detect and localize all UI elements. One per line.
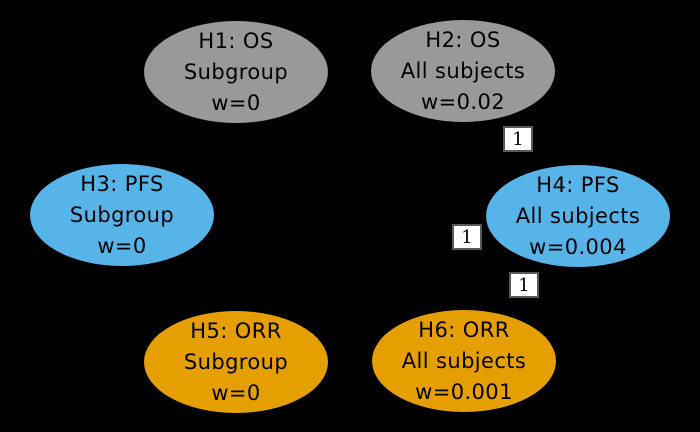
edge-weight-box-left-of-h4: 1: [452, 224, 482, 250]
edge-weight-value: 1: [518, 274, 530, 296]
edge-weight-box-h2-h4: 1: [503, 126, 533, 152]
node-h1-os-subgroup: H1: OS Subgroup w=0: [144, 21, 328, 123]
edge-weight-value: 1: [512, 128, 524, 150]
edge-weight-value: 1: [461, 226, 473, 248]
node-population: All subjects: [400, 58, 526, 83]
node-weight: w=0.02: [421, 89, 505, 114]
node-title: H1: OS: [198, 28, 274, 53]
node-population: Subgroup: [183, 59, 289, 84]
node-title: H6: ORR: [418, 317, 510, 342]
node-population: Subgroup: [183, 349, 289, 374]
edge-weight-box-h4-h6: 1: [509, 272, 539, 298]
node-title: H2: OS: [425, 27, 501, 52]
node-h3-pfs-subgroup: H3: PFS Subgroup w=0: [30, 164, 214, 266]
node-weight: w=0: [211, 380, 261, 405]
node-title: H5: ORR: [190, 318, 282, 343]
node-h2-os-all-subjects: H2: OS All subjects w=0.02: [371, 20, 555, 122]
node-weight: w=0: [211, 90, 261, 115]
node-title: H4: PFS: [536, 172, 620, 197]
node-h4-pfs-all-subjects: H4: PFS All subjects w=0.004: [486, 165, 670, 267]
node-population: All subjects: [515, 203, 641, 228]
node-weight: w=0.004: [529, 234, 627, 259]
node-h6-orr-all-subjects: H6: ORR All subjects w=0.001: [372, 310, 556, 412]
node-population: Subgroup: [69, 202, 175, 227]
node-population: All subjects: [401, 348, 527, 373]
node-weight: w=0.001: [415, 379, 513, 404]
node-title: H3: PFS: [80, 171, 164, 196]
node-weight: w=0: [97, 233, 147, 258]
node-h5-orr-subgroup: H5: ORR Subgroup w=0: [144, 311, 328, 413]
